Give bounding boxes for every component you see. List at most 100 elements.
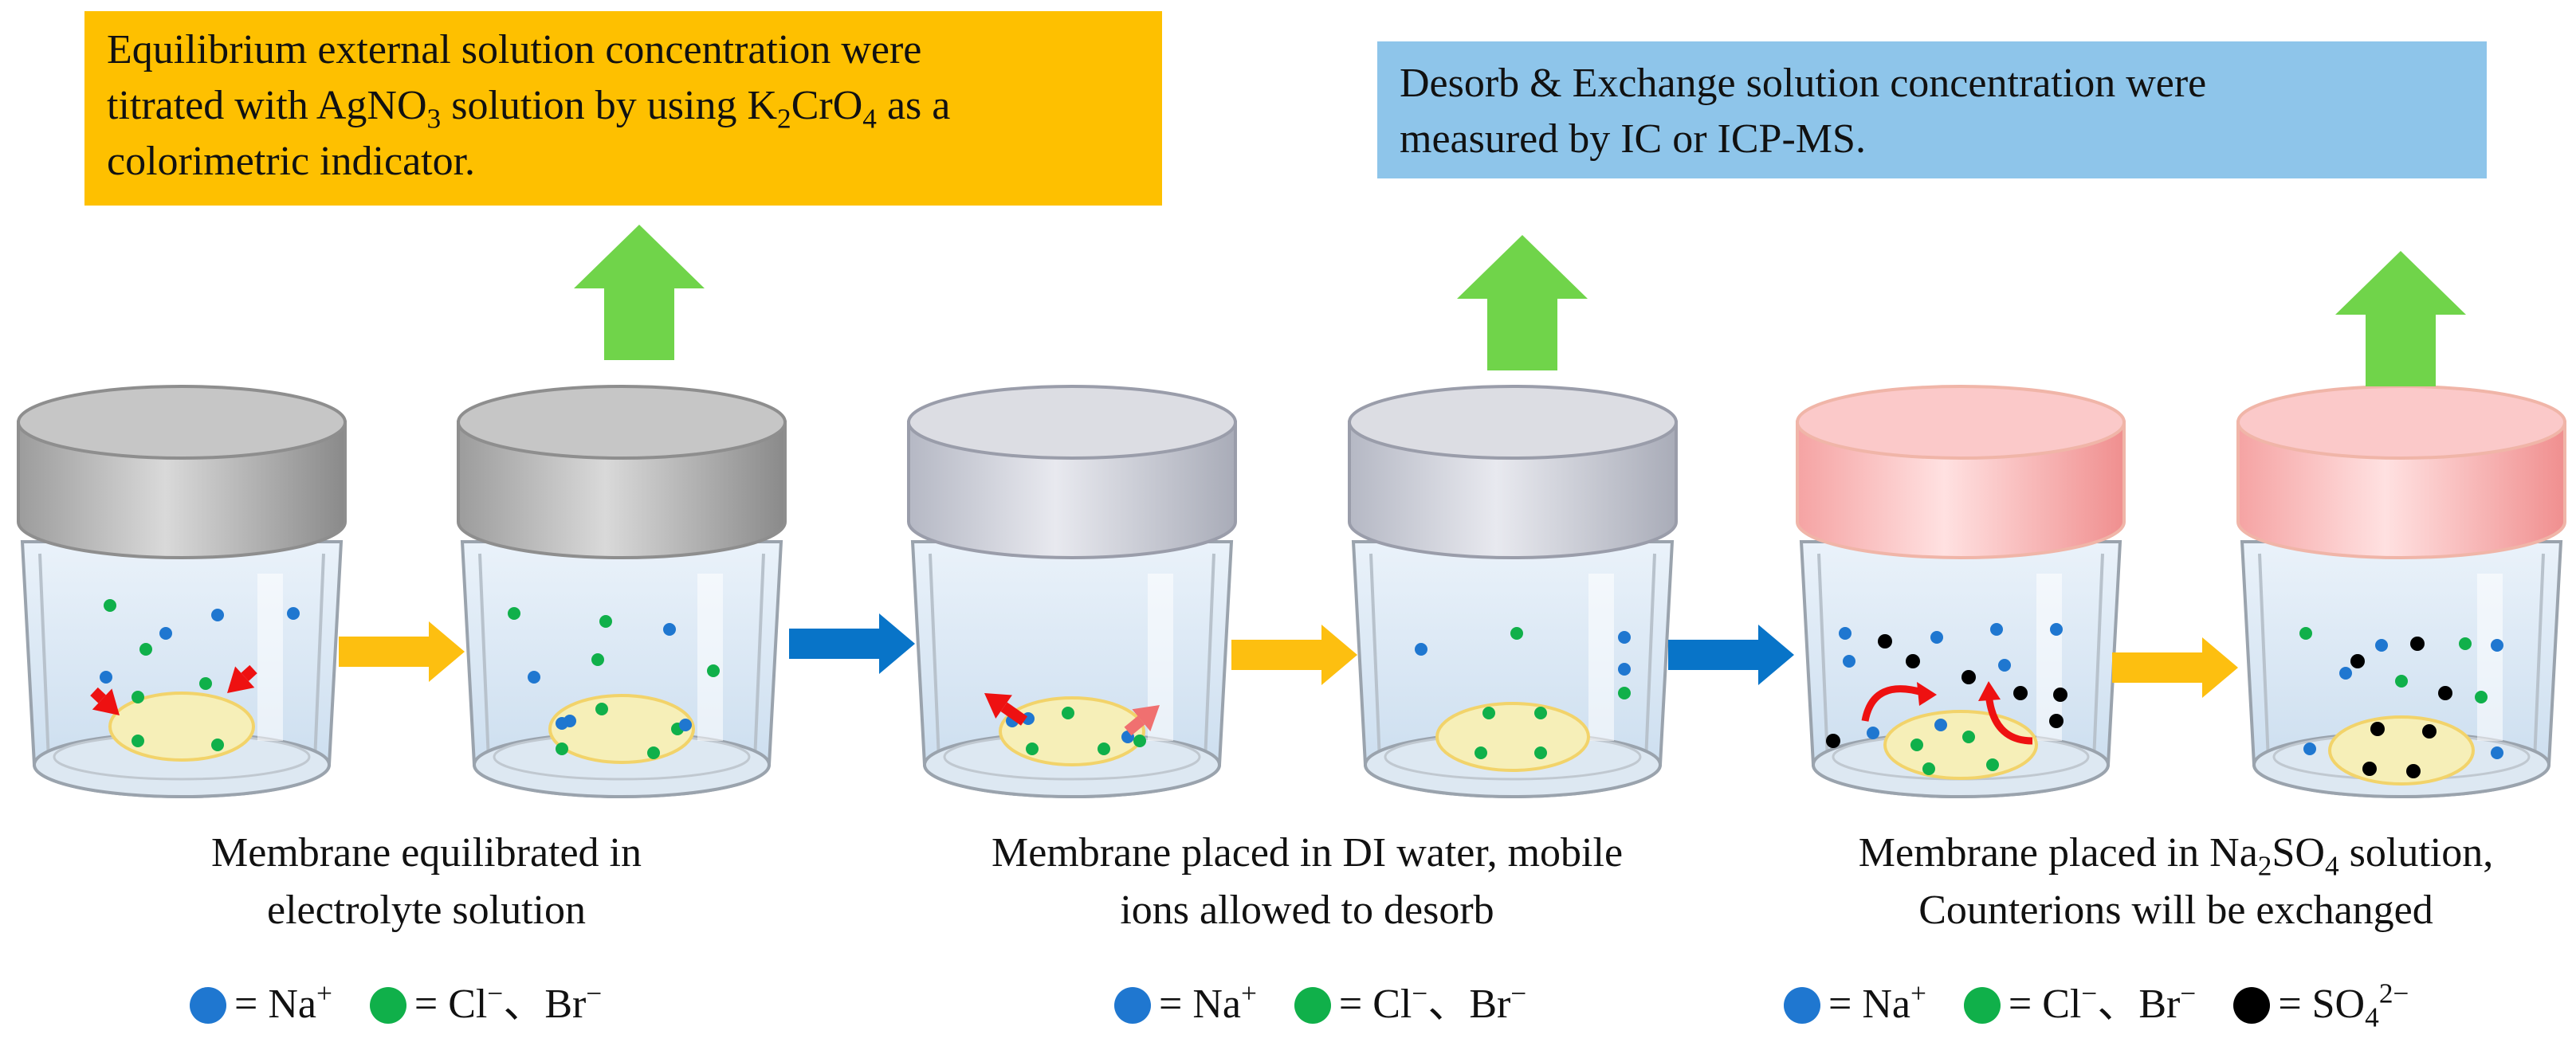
membrane [108,692,255,762]
exchange-arrowhead [1917,682,1937,706]
ion-flow-arrowhead [92,688,120,715]
sulfate-ion [2422,724,2437,739]
halide-ion-icon [1963,987,2001,1024]
glass-highlight [697,574,723,741]
jar-lid [17,421,347,559]
legend-halide: = Cl−、Br− [1294,979,1526,1027]
exchange-arrow [1861,685,1926,722]
na-ion-icon [190,987,226,1024]
ion-flow-arrow [1000,702,1028,726]
sulfate-ion [2410,637,2425,651]
measurement-note-line2: measured by IC or ICP-MS. [1400,116,1866,162]
exchange-arrow [1985,692,2033,745]
stage2-caption-line1: Membrane placed in DI water, mobile [991,830,1624,876]
halide-ion [1133,735,1146,747]
jar-wall [753,553,765,762]
jar-4 [1348,385,1678,798]
process-arrow-right-yellow [2112,637,2238,698]
jar-2 [457,385,787,798]
legend-na: = Na+ [1784,979,1926,1027]
titration-note-line3: colorimetric indicator. [107,139,476,184]
glass-highlight [2036,574,2062,741]
na-ion [1839,627,1852,640]
jar-wall [2533,553,2545,762]
sulfate-ion [1961,670,1976,684]
legend-na: = Na+ [190,979,332,1027]
legend-halide: = Cl−、Br− [369,979,602,1027]
halide-ion [1534,707,1547,719]
jar-lid-top [1796,385,2126,460]
legend-halide: = Cl−、Br− [1963,979,2196,1027]
process-arrow-right-yellow [339,621,465,682]
halide-ion [1475,746,1487,759]
na-ion [2050,623,2063,636]
process-arrow-right-blue [789,613,915,674]
process-arrow-right-yellow [1231,625,1357,685]
jar-lid [907,421,1237,559]
halide-ion [1534,746,1547,759]
sulfate-ion [2350,654,2365,668]
halide-ion [647,746,660,759]
halide-ion [1962,731,1975,743]
sulfate-ion [1906,654,1920,668]
sulfate-ion-icon [2233,987,2271,1024]
na-ion [2303,743,2316,755]
halide-ion [132,691,144,703]
na-ion [1618,663,1631,676]
sampling-arrow-up [1457,235,1588,370]
titration-note-box: Equilibrium external solution concentrat… [84,11,1162,206]
halide-ion [1482,707,1495,719]
jar-wall [2258,553,2270,762]
stage3-caption-line2: Counterions will be exchanged [1918,887,2433,933]
membrane [1883,710,2038,780]
sulfate-ion [1878,634,1892,648]
halide-ion [591,653,604,666]
sampling-arrow-up [574,225,705,360]
na-ion [1843,655,1855,668]
ion-flow-arrow [1124,715,1145,736]
na-ion [2491,746,2503,759]
legend-na: = Na+ [1114,979,1257,1027]
halide-ion [104,599,116,612]
jar-lid [1348,421,1678,559]
jar-wall [38,553,50,762]
halide-ion [1910,739,1923,751]
process-arrow-right-blue [1668,625,1794,685]
halide-ion [139,643,152,656]
jar-wall [1204,553,1215,762]
sulfate-ion [2053,688,2067,702]
halide-ion [556,743,568,755]
ion-flow-arrowhead [984,693,1012,719]
legend-stage1: = Na+ = Cl−、Br− [190,977,629,1032]
halide-ion [2395,675,2408,688]
measurement-note-line1: Desorb & Exchange solution concentration… [1400,61,2207,106]
jar-1 [17,385,347,798]
legend-stage2: = Na+ = Cl−、Br− [1114,977,1553,1032]
na-ion [1415,643,1427,656]
jar-wall [2092,553,2104,762]
sulfate-ion [2406,764,2421,778]
na-ion [2339,667,2352,680]
na-ion [679,719,692,731]
jar-wall [478,553,490,762]
jar-lid-top [457,385,787,460]
sulfate-ion [1826,734,1840,748]
jar-lid-top [17,385,347,460]
jar-wall [1817,553,1829,762]
glass-highlight [1588,574,1614,741]
halide-ion [707,664,720,677]
na-ion [2491,639,2503,652]
sulfate-ion [2362,762,2377,776]
jar-6 [2236,385,2566,798]
na-ion-icon [1784,987,1820,1024]
stage2-caption: Membrane placed in DI water, mobile ions… [917,825,1698,939]
halide-ion [1922,762,1935,775]
glass-highlight [2477,574,2503,741]
halide-ion [2459,637,2472,650]
stage1-caption-line2: electrolyte solution [266,887,586,933]
jar-wall [1369,553,1381,762]
ion-flow-arrow [241,664,257,681]
halide-ion [132,735,144,747]
membrane [999,696,1145,766]
